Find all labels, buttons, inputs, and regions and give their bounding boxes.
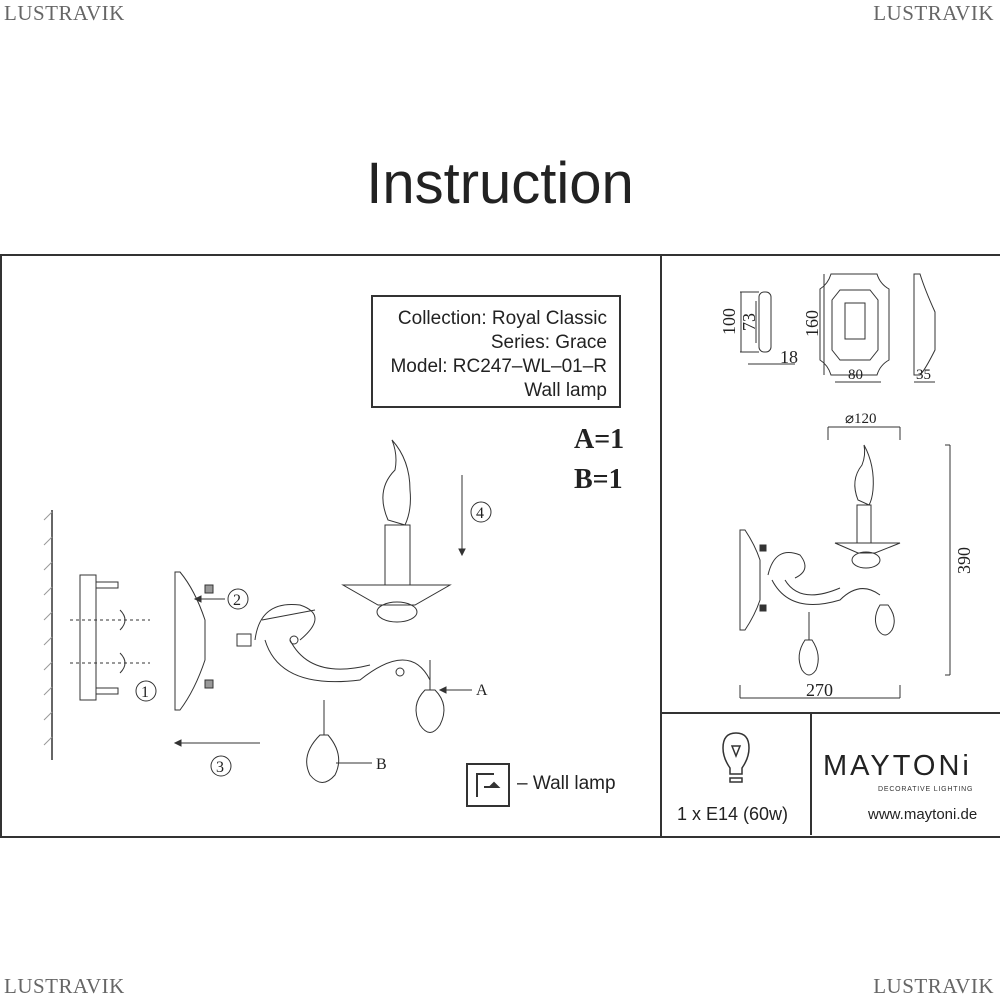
divider [660,254,662,836]
product-type: Wall lamp [524,380,607,401]
part-b-count: B=1 [574,464,623,495]
dim-plate-depth: 18 [780,347,798,367]
divider [661,712,1000,714]
divider [810,713,812,835]
step-label-1: 1 [141,684,149,701]
dim-base-depth: 35 [916,367,931,383]
dim-base-width: 80 [848,367,863,383]
brand-logo: MAYTONi [823,750,972,782]
product-info-box: Collection: Royal Classic Series: Grace … [371,295,621,408]
part-label-a: A [476,682,488,699]
watermark-bottom-left: LUSTRAVIK [4,974,125,998]
watermark-bottom-right: LUSTRAVIK [873,974,994,998]
instruction-frame [0,254,1000,838]
dim-total-height: 390 [954,547,974,574]
step-label-3: 3 [216,759,224,776]
dimension-drawing [739,273,951,699]
dim-total-width: 270 [806,680,833,700]
collection: Collection: Royal Classic [397,308,607,329]
page-title: Instruction [366,151,634,216]
dim-plate-height: 100 [719,308,739,335]
part-label-b: B [376,756,387,773]
model: Model: RC247–WL–01–R [390,356,607,377]
brand-website: www.maytoni.de [868,806,978,823]
dim-hole-spacing: 73 [739,313,759,331]
legend-wall-lamp: – Wall lamp [517,773,616,794]
series: Series: Grace [490,332,607,353]
dim-shade-diameter: ⌀120 [845,411,877,427]
wall-lamp-icon [466,763,510,807]
dim-base-height: 160 [802,310,822,337]
watermark-top-right: LUSTRAVIK [873,1,994,25]
brand-tagline: DECORATIVE LIGHTING [878,786,974,793]
bulb-spec: 1 x E14 (60w) [677,804,789,824]
step-label-4: 4 [476,505,484,522]
part-a-count: A=1 [574,424,625,455]
watermark-top-left: LUSTRAVIK [4,1,125,25]
step-label-2: 2 [233,592,241,609]
